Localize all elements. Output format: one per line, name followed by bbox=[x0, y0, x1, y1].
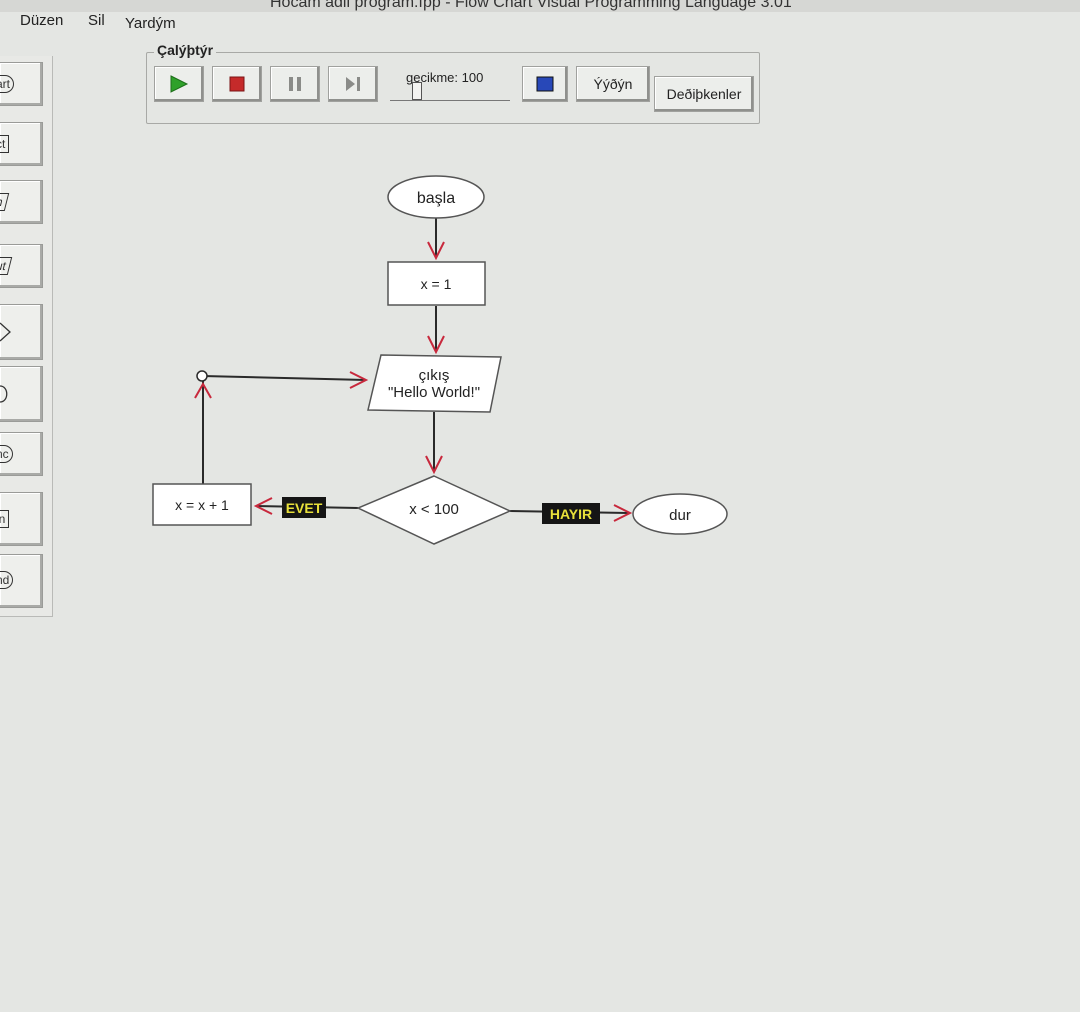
menu-bar: Düzen Sil Yardým bbox=[0, 10, 1080, 36]
palette-function-button[interactable]: nc bbox=[0, 432, 43, 476]
loop-shape-icon bbox=[0, 385, 8, 403]
variables-button[interactable]: Deðiþkenler bbox=[654, 76, 754, 112]
run-group-label: Çalýþtýr bbox=[154, 42, 217, 58]
palette-start-button[interactable]: art bbox=[0, 62, 43, 106]
connector-in-shape-icon: in bbox=[0, 510, 10, 528]
connector-output-condition bbox=[425, 412, 443, 475]
palette-input-button[interactable]: n bbox=[0, 180, 43, 224]
shape-palette: art ct n ut nc in nd bbox=[0, 56, 53, 617]
menu-item-help[interactable]: Yardým bbox=[125, 15, 176, 32]
output-node[interactable]: çıkış "Hello World!" bbox=[367, 354, 502, 413]
connector-loop-back bbox=[194, 370, 369, 484]
end-node-label: dur bbox=[669, 507, 691, 524]
palette-decision-button[interactable] bbox=[0, 304, 43, 360]
step-icon bbox=[346, 77, 360, 91]
palette-output-button[interactable]: ut bbox=[0, 244, 43, 288]
output-node-keyword: çıkış bbox=[419, 367, 450, 384]
palette-loop-button[interactable] bbox=[0, 366, 43, 422]
increment-node-label: x = x + 1 bbox=[175, 497, 229, 513]
pause-button[interactable] bbox=[270, 66, 320, 102]
start-node-label: başla bbox=[417, 190, 455, 207]
delay-slider-thumb[interactable] bbox=[412, 82, 422, 100]
watch-button-label: Ýýðýn bbox=[593, 76, 633, 92]
no-badge-label: HAYIR bbox=[550, 506, 592, 522]
color-button[interactable] bbox=[522, 66, 568, 102]
connector-assign-output bbox=[427, 306, 445, 355]
color-swatch-icon bbox=[536, 76, 554, 92]
input-shape-icon: n bbox=[0, 193, 9, 211]
palette-process-button[interactable]: ct bbox=[0, 122, 43, 166]
stop-icon bbox=[229, 76, 245, 92]
yes-badge: EVET bbox=[282, 497, 326, 518]
play-icon bbox=[170, 75, 189, 93]
start-shape-icon: art bbox=[0, 75, 15, 93]
delay-slider[interactable] bbox=[390, 82, 510, 101]
flowchart-canvas[interactable]: başla x = 1 çıkış "Hello World!" x < 100… bbox=[60, 130, 1070, 1000]
stop-button[interactable] bbox=[212, 66, 262, 102]
decision-shape-icon bbox=[0, 322, 11, 342]
end-shape-icon: nd bbox=[0, 571, 14, 589]
menu-item-delete[interactable]: Sil bbox=[88, 12, 105, 29]
process-shape-icon: ct bbox=[0, 135, 10, 153]
delay-label: gecikme: 100 bbox=[406, 70, 484, 85]
flowchart-svg: başla x = 1 çıkış "Hello World!" x < 100… bbox=[152, 175, 728, 545]
increment-node[interactable]: x = x + 1 bbox=[152, 483, 252, 526]
function-shape-icon: nc bbox=[0, 445, 13, 463]
output-node-value: "Hello World!" bbox=[388, 384, 480, 401]
palette-connector-in-button[interactable]: in bbox=[0, 492, 43, 546]
output-shape-icon: ut bbox=[0, 257, 13, 275]
menu-item-edit[interactable]: Düzen bbox=[20, 12, 64, 29]
run-group bbox=[146, 52, 760, 124]
step-button[interactable] bbox=[328, 66, 378, 102]
no-badge: HAYIR bbox=[542, 503, 600, 524]
condition-node-label: x < 100 bbox=[409, 501, 459, 518]
watch-button[interactable]: Ýýðýn bbox=[576, 66, 650, 102]
title-bar: Hocam adli program.fpp - Flow Chart Visu… bbox=[0, 0, 1080, 12]
run-button[interactable] bbox=[154, 66, 204, 102]
pause-icon bbox=[289, 77, 301, 91]
end-node[interactable]: dur bbox=[632, 493, 728, 535]
window-title: Hocam adli program.fpp - Flow Chart Visu… bbox=[270, 0, 792, 11]
condition-node[interactable]: x < 100 bbox=[356, 475, 512, 545]
connector-start-assign bbox=[427, 218, 445, 261]
assign-node[interactable]: x = 1 bbox=[387, 261, 486, 306]
palette-end-button[interactable]: nd bbox=[0, 554, 43, 608]
variables-button-label: Deðiþkenler bbox=[666, 86, 742, 102]
yes-badge-label: EVET bbox=[286, 500, 323, 516]
start-node[interactable]: başla bbox=[387, 175, 485, 219]
assign-node-label: x = 1 bbox=[421, 276, 452, 292]
